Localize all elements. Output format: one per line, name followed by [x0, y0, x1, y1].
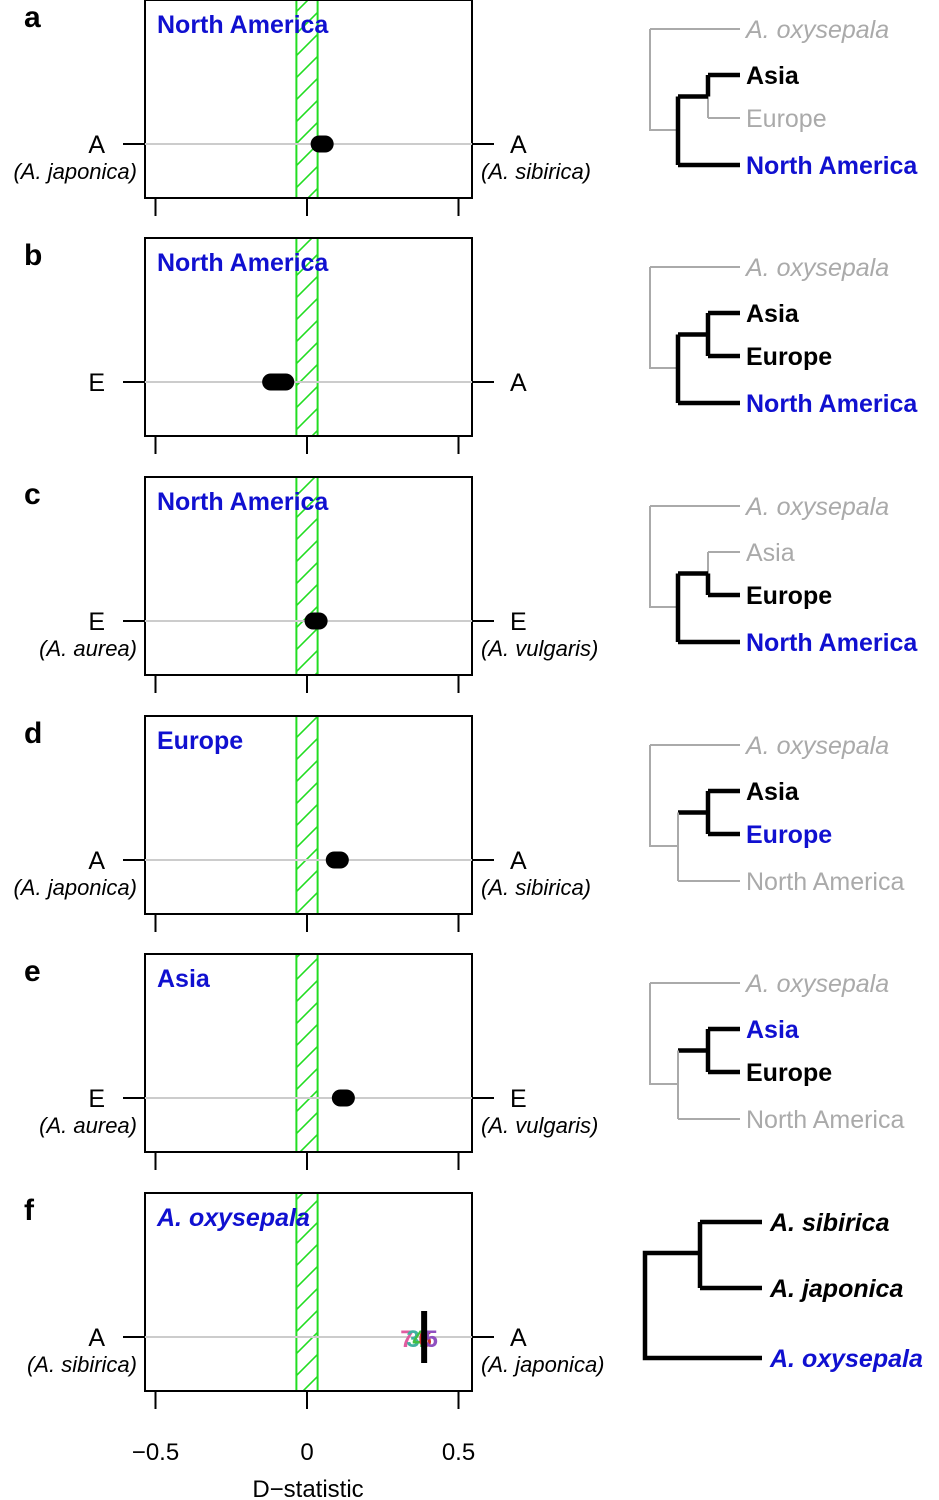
right-code: A — [510, 131, 527, 159]
panel-letter: b — [24, 239, 42, 272]
null-band — [296, 1194, 318, 1390]
left-code: A — [88, 1324, 105, 1352]
tree-label-outer: North America — [746, 390, 918, 418]
left-taxon: (A. japonica) — [13, 875, 137, 900]
tree-label-e: Europe — [746, 343, 832, 371]
right-taxon: (A. vulgaris) — [481, 636, 598, 661]
tree-label-a: Asia — [746, 539, 795, 567]
left-taxon: (A. japonica) — [13, 159, 137, 184]
focal-label: North America — [157, 249, 329, 277]
tick-label: 0 — [300, 1439, 313, 1466]
tree-label-outer: North America — [746, 868, 904, 896]
panel-letter: f — [24, 1194, 35, 1227]
tree: A. sibirica A. japonica A. oxysepala — [642, 1209, 923, 1373]
tree-root-branch — [649, 29, 678, 131]
tree-root-branch — [649, 745, 678, 847]
tree-label-outgroup: A. oxysepala — [744, 732, 889, 760]
permutation-label: 5 — [425, 1326, 438, 1353]
permutation-label: 3 — [406, 1326, 419, 1353]
null-band — [296, 239, 318, 435]
tree-root-branch — [649, 983, 678, 1085]
tree-label-japonica: A. japonica — [769, 1275, 903, 1303]
tree-label-a: Asia — [746, 778, 800, 806]
x-axis: −0.5 0 0.5D−statistic — [132, 1439, 475, 1500]
tree-label-outgroup: A. oxysepala — [744, 970, 889, 998]
tree-root-branch — [642, 1250, 762, 1361]
right-code: A — [510, 369, 527, 397]
left-taxon: (A. aurea) — [39, 636, 137, 661]
right-code: A — [510, 1324, 527, 1352]
focal-label: North America — [157, 488, 329, 516]
tree-label-outer: North America — [746, 152, 918, 180]
null-band — [296, 717, 318, 913]
tick-label: 0.5 — [442, 1439, 475, 1466]
left-taxon: (A. aurea) — [39, 1113, 137, 1138]
tree-label-a: Asia — [746, 1016, 800, 1044]
tree-label-outer: North America — [746, 1106, 904, 1134]
null-band — [296, 955, 318, 1151]
left-code: A — [88, 847, 105, 875]
tree-root-branch — [649, 506, 678, 608]
focal-label: North America — [157, 11, 329, 39]
tree-label-a: Asia — [746, 62, 800, 90]
right-taxon: (A. japonica) — [481, 1352, 605, 1377]
tree-label-e: Europe — [746, 105, 827, 133]
tick-label: −0.5 — [132, 1439, 179, 1466]
focal-label: A. oxysepala — [156, 1204, 310, 1232]
tree-label-outgroup: A. oxysepala — [744, 254, 889, 282]
panel-letter: d — [24, 717, 42, 750]
right-taxon: (A. vulgaris) — [481, 1113, 598, 1138]
left-code: A — [88, 131, 105, 159]
focal-label: Asia — [157, 965, 211, 993]
tree-label-outgroup: A. oxysepala — [744, 16, 889, 44]
left-taxon: (A. sibirica) — [27, 1352, 137, 1377]
tree-label-a: Asia — [746, 300, 800, 328]
tree-label-sibirica: A. sibirica — [769, 1209, 890, 1237]
panel-letter: a — [24, 1, 41, 34]
tree-label-outgroup: A. oxysepala — [744, 493, 889, 521]
x-axis-title: D−statistic — [252, 1476, 363, 1500]
panel-letter: e — [24, 955, 41, 988]
tree-label-outer: North America — [746, 629, 918, 657]
tree-label-e: Europe — [746, 1059, 832, 1087]
right-taxon: (A. sibirica) — [481, 875, 591, 900]
tree-root-branch — [649, 267, 678, 369]
tree-label-oxysepala: A. oxysepala — [769, 1345, 923, 1373]
permutation-label: 7 — [400, 1326, 413, 1353]
panel-letter: c — [24, 478, 41, 511]
tree-label-e: Europe — [746, 582, 832, 610]
left-code: E — [88, 1085, 105, 1113]
focal-label: Europe — [157, 727, 243, 755]
left-code: E — [88, 369, 105, 397]
right-code: E — [510, 1085, 527, 1113]
tree-label-e: Europe — [746, 821, 832, 849]
left-code: E — [88, 608, 105, 636]
right-taxon: (A. sibirica) — [481, 159, 591, 184]
right-code: A — [510, 847, 527, 875]
right-code: E — [510, 608, 527, 636]
